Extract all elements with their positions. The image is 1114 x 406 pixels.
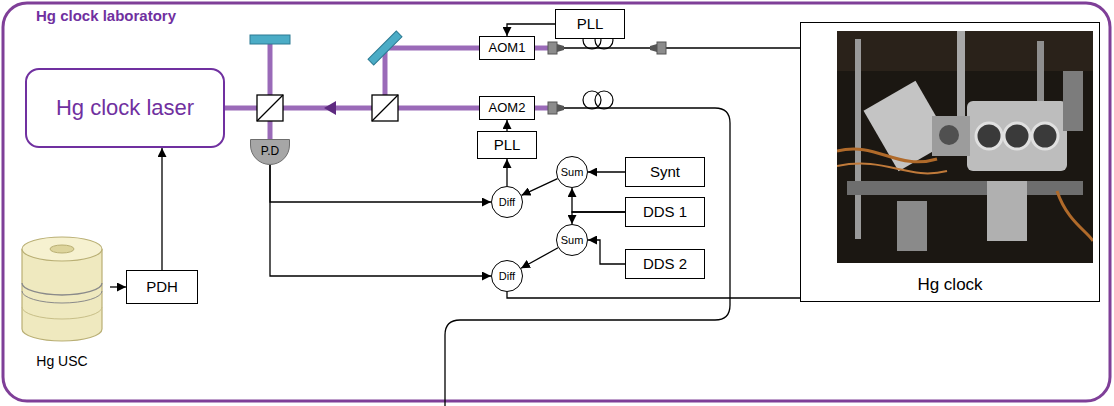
node-label: AOM2 (489, 101, 526, 116)
signal-wire (535, 47, 800, 48)
sum-circle: Sum (556, 224, 588, 256)
beam-splitter (372, 95, 398, 121)
mirror (250, 35, 290, 44)
node-label: P.D (261, 145, 279, 159)
laser-box: Hg clock laser (25, 68, 225, 148)
mirror (368, 31, 402, 65)
signal-wire (588, 240, 625, 264)
beam-splitter (257, 95, 283, 121)
node-label: AOM1 (489, 41, 526, 56)
signal-wire (506, 159, 507, 186)
node-label: Synt (650, 163, 680, 180)
pdh-box: PDH (126, 270, 198, 304)
pll-box: PLL (477, 131, 537, 159)
hg-clock-frame: Hg clock (800, 22, 1100, 302)
fiber-coupler (557, 104, 564, 112)
signal-wire (588, 171, 625, 172)
fiber-loop (595, 91, 613, 109)
node-label: Sum (561, 166, 584, 179)
node-label: Diff (499, 270, 515, 283)
fiber-coupler (657, 42, 666, 54)
node-label: PLL (577, 15, 604, 32)
aom-box: AOM2 (479, 96, 535, 120)
signal-wire (507, 24, 555, 36)
signal-wire (507, 292, 800, 298)
node-label: PDH (146, 278, 178, 295)
diff-circle: Diff (491, 186, 523, 218)
node-label: PLL (494, 136, 521, 153)
lab-border (3, 3, 1110, 401)
sum-circle: Sum (556, 156, 588, 188)
signal-wire (506, 120, 507, 131)
photodiode: P.D (250, 139, 290, 165)
fiber-coupler (548, 42, 557, 54)
beam-splitter (372, 95, 398, 121)
diagram-title: Hg clock laboratory (36, 7, 176, 24)
signal-wire (572, 212, 625, 224)
node-label: Diff (499, 196, 515, 209)
dds-box: DDS 2 (625, 249, 705, 279)
hg-clock-photo (837, 31, 1093, 263)
node-label: Hg clock laser (56, 95, 194, 120)
signal-wire (110, 286, 126, 287)
node-label: Sum (561, 234, 584, 247)
signal-wire (270, 165, 491, 202)
pll-box: PLL (555, 9, 625, 39)
node-label: Hg USC (14, 353, 110, 369)
cavity-illustration: Hg USC (14, 235, 110, 375)
diff-circle: Diff (491, 260, 523, 292)
signal-wire (522, 179, 558, 196)
dds-box: DDS 1 (625, 197, 705, 227)
fiber-coupler (548, 102, 557, 114)
aom-box: AOM1 (479, 36, 535, 60)
signal-wire (521, 248, 558, 268)
signal-wire (270, 165, 491, 276)
node-label: Hg clock (801, 275, 1099, 295)
beam-direction-arrow (324, 101, 336, 115)
node-label: DDS 2 (643, 255, 687, 272)
laser-beam (268, 44, 273, 139)
laser-beam (385, 46, 479, 51)
synthesizer-box: Synt (625, 157, 705, 187)
signal-wire (572, 188, 625, 212)
beam-splitter (257, 95, 283, 121)
node-label: DDS 1 (643, 203, 687, 220)
cavity-cylinder (14, 235, 110, 345)
fiber-coupler (557, 44, 564, 52)
optical-fiber (445, 108, 730, 406)
fiber-coupler (650, 44, 657, 52)
signal-wire (161, 148, 162, 270)
